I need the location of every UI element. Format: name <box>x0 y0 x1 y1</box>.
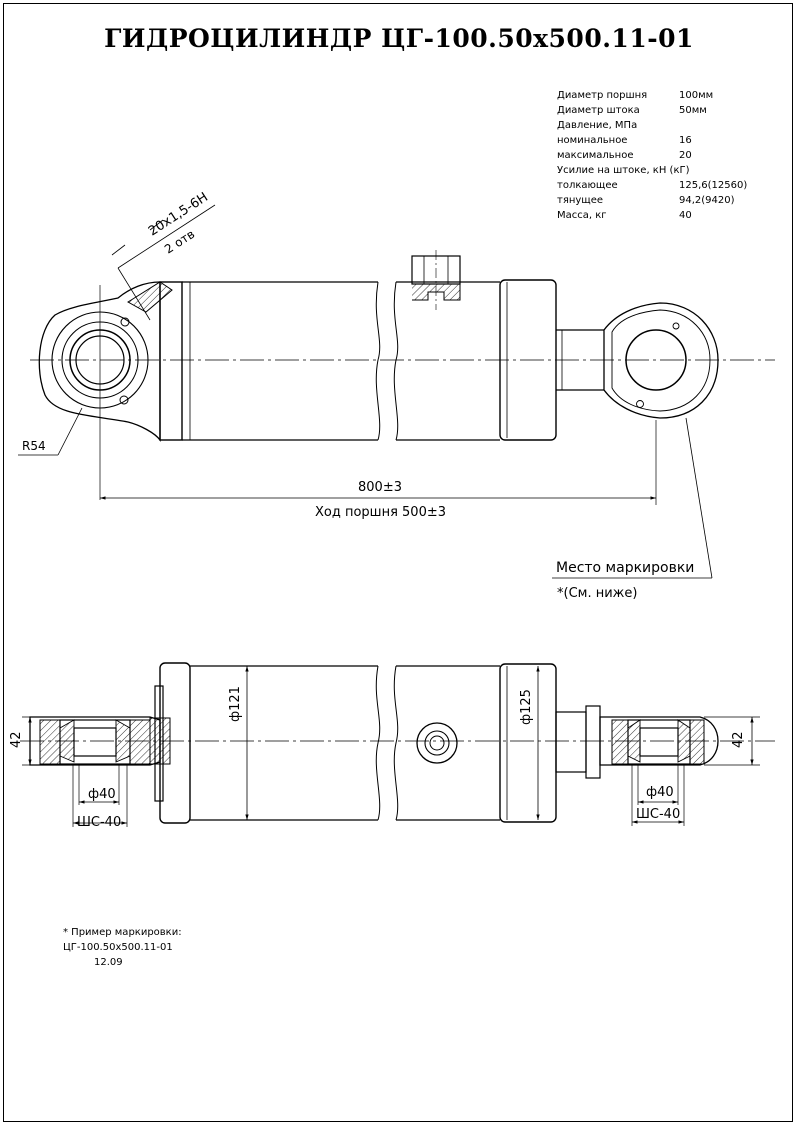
width-right-label: 42 <box>731 731 746 748</box>
radius-label: R54 <box>22 439 46 453</box>
spec-label: Давление, МПа <box>557 120 638 131</box>
pin-right-label: ф40 <box>646 785 674 800</box>
clevis-section <box>149 717 171 765</box>
head-bottom <box>499 663 557 823</box>
spec-label: максимальное <box>557 150 634 161</box>
spec-label: Диаметр поршня <box>557 90 648 101</box>
spec-value: 100мм <box>679 90 714 101</box>
spec-label: тянущее <box>557 195 604 206</box>
piston-rod <box>556 329 604 391</box>
drawing-title: ГИДРОЦИЛИНДР ЦГ-100.50х500.11-01 <box>104 24 694 53</box>
spec-value: 50мм <box>679 105 707 116</box>
port-top <box>416 722 458 764</box>
right-eye-section <box>599 716 719 826</box>
spec-label: Диаметр штока <box>557 105 640 116</box>
width-left-label: 42 <box>9 731 24 748</box>
marking-leader <box>685 417 713 579</box>
spec-label: Масса, кг <box>557 210 607 221</box>
spec-label: толкающее <box>557 180 618 191</box>
spec-value: 20 <box>679 150 692 161</box>
rod-bottom <box>555 705 601 779</box>
marking-example: * Пример маркировки: ЦГ-100.50х500.11-01… <box>63 925 182 970</box>
port-fitting <box>411 250 461 310</box>
length-label: 800±3 <box>358 480 402 495</box>
width-dims <box>22 716 760 825</box>
spec-label: Усилие на штоке, кН (кГ) <box>557 165 690 176</box>
left-eye-section <box>29 716 161 827</box>
r54-leader <box>57 407 83 456</box>
barrel-bottom <box>190 665 500 821</box>
thread-label: 20х1,5-6Н <box>146 190 211 239</box>
spec-label: номинальное <box>557 135 628 146</box>
diam-head-label: ф125 <box>519 689 534 725</box>
marking-note: *(См. ниже) <box>557 586 637 601</box>
stroke-label: Ход поршня 500±3 <box>315 505 446 520</box>
bottom-view <box>20 662 775 827</box>
example-heading: * Пример маркировки: <box>63 927 182 938</box>
pin-left-label: ф40 <box>88 787 116 802</box>
bearing-left-label: ШС-40 <box>77 815 121 830</box>
spec-value: 125,6(12560) <box>679 180 748 191</box>
top-view <box>18 204 775 579</box>
barrel <box>159 281 500 441</box>
diam-body-label: ф121 <box>228 686 243 722</box>
left-eye-bracket <box>38 281 173 500</box>
marking-label: Место маркировки <box>556 560 694 576</box>
head-gland <box>499 279 557 441</box>
example-date: 12.09 <box>94 957 123 968</box>
bearing-right-label: ШС-40 <box>636 807 680 822</box>
example-code: ЦГ-100.50х500.11-01 <box>63 942 173 953</box>
right-eye <box>603 302 719 505</box>
spec-value: 94,2(9420) <box>679 195 735 206</box>
holes-label: 2 отв <box>162 227 197 257</box>
thread-callout <box>111 204 216 321</box>
spec-value: 16 <box>679 135 692 146</box>
drawing-frame <box>3 3 793 1122</box>
spec-value: 40 <box>679 210 692 221</box>
